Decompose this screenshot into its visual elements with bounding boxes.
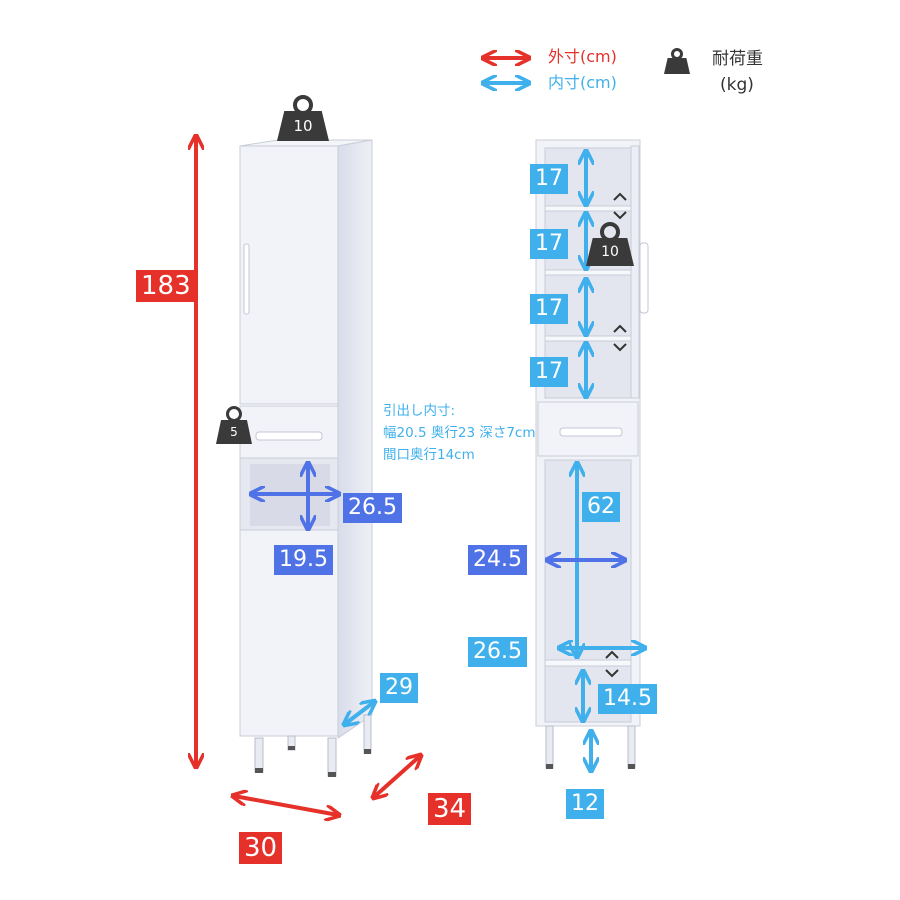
opening-width-label: 19.5 [274, 545, 333, 575]
bottom-shelf-label: 14.5 [598, 684, 657, 714]
shelf-3-label: 17 [530, 294, 568, 324]
lower-height-label: 62 [582, 492, 620, 522]
opening-depth-arrow [345, 702, 374, 724]
lower-depth-label: 26.5 [468, 637, 527, 667]
weight-icon [664, 48, 690, 74]
drawer-load-weight-icon: 5 [216, 406, 252, 444]
shelf-adjust-icons [605, 192, 627, 678]
lower-width-label: 24.5 [468, 545, 527, 575]
height-label: 183 [136, 270, 196, 302]
depth-arrow [374, 756, 420, 797]
shelf-1-label: 17 [530, 164, 568, 194]
leg-height-label: 12 [566, 789, 604, 819]
shelf-4-label: 17 [530, 357, 568, 387]
width-label: 30 [239, 832, 283, 864]
legend-inner-label: 内寸(cm) [548, 73, 617, 92]
top-load-weight-icon: 10 [277, 95, 329, 141]
legend-load-unit: (kg) [720, 75, 754, 95]
shelf-load-value: 10 [586, 238, 634, 266]
drawer-load-value: 5 [216, 420, 252, 444]
opening-height-label: 26.5 [343, 493, 402, 523]
left-cabinet [239, 139, 373, 777]
shelf-load-weight-icon: 10 [586, 222, 634, 266]
legend-load-label: 耐荷重 [712, 49, 763, 69]
opening-depth-label: 29 [380, 673, 418, 703]
top-load-value: 10 [277, 111, 329, 141]
depth-label: 34 [428, 793, 472, 825]
shelf-2-label: 17 [530, 229, 568, 259]
drawer-note-line-1: 引出し内寸: [383, 403, 456, 419]
legend-outer-label: 外寸(cm) [548, 47, 617, 66]
drawer-note-line-3: 間口奥行14cm [383, 447, 475, 463]
drawer-inner-dimensions-note: 引出し内寸: 幅20.5 奥行23 深さ7cm 間口奥行14cm [383, 400, 535, 466]
drawer-note-line-2: 幅20.5 奥行23 深さ7cm [383, 425, 536, 441]
width-arrow [234, 796, 338, 815]
